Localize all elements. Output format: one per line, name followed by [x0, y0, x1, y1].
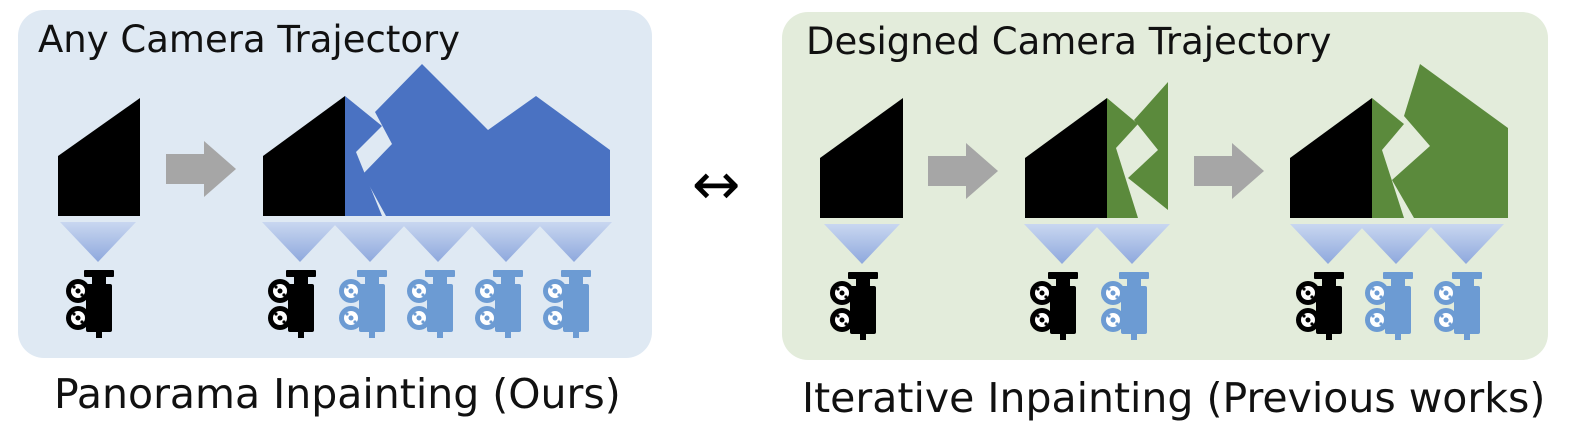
right-caption: Iterative Inpainting (Previous works) [802, 374, 1545, 422]
inpainted-region [1392, 64, 1508, 218]
known-region [1290, 98, 1372, 218]
right-panel: Designed Camera Trajectory [782, 12, 1548, 360]
left-caption: Panorama Inpainting (Ours) [54, 370, 621, 418]
known-region-initial [58, 98, 140, 216]
inpainted-region [1107, 98, 1138, 218]
inpainted-panorama-region [363, 64, 610, 216]
inpainted-region [1372, 98, 1404, 218]
left-panel: Any Camera Trajectory [18, 10, 652, 358]
left-panel-title: Any Camera Trajectory [38, 18, 460, 61]
known-region [263, 96, 345, 216]
known-region-initial [820, 98, 903, 218]
known-region [1025, 98, 1107, 218]
double-arrow-icon: ↔ [692, 150, 741, 218]
inpainted-region [1128, 82, 1168, 210]
right-panel-title: Designed Camera Trajectory [806, 20, 1331, 63]
inpainted-panorama-region [345, 96, 382, 216]
